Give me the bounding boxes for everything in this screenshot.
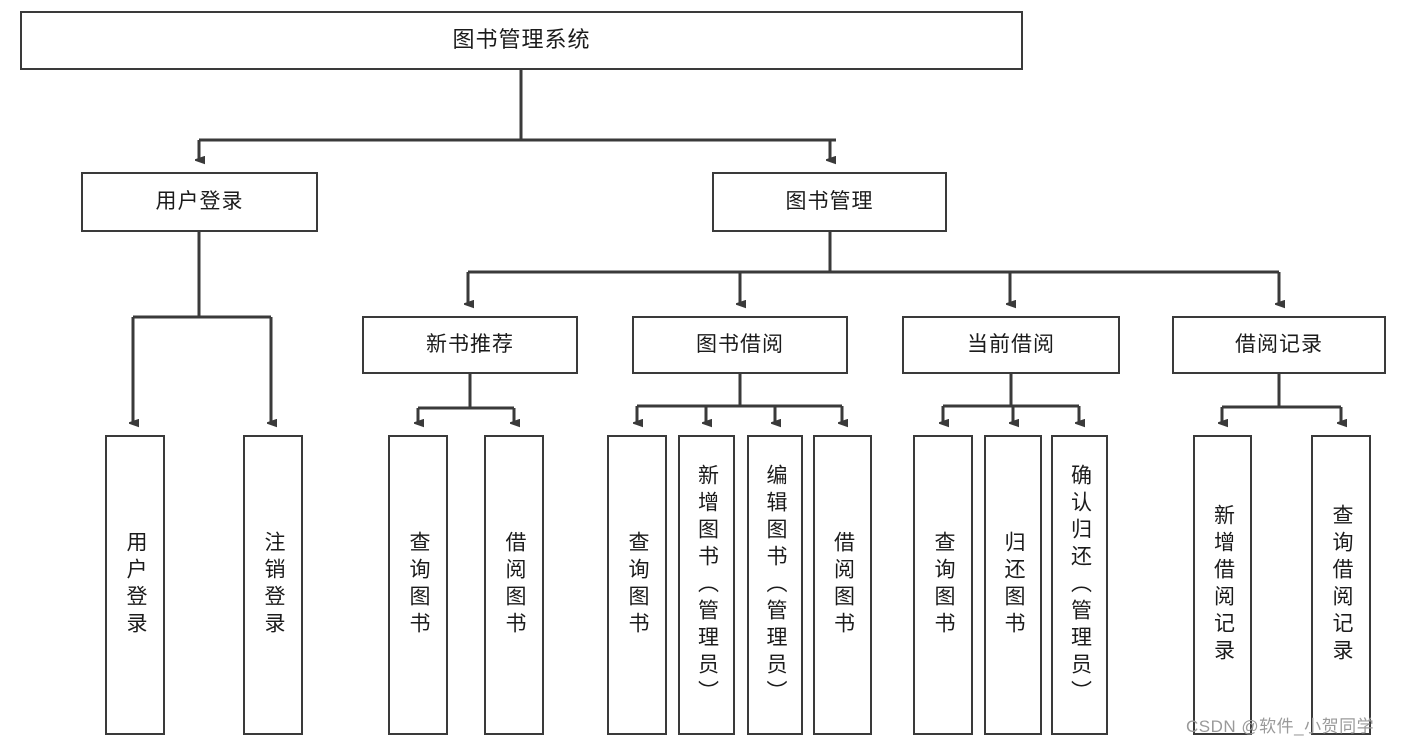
leaf-query-book-label: 查询图书 [626, 531, 650, 639]
leaf-query-borrow-record[interactable]: 查询借阅记录 [1311, 435, 1371, 735]
leaf-borrow-book-recommend[interactable]: 借阅图书 [484, 435, 544, 735]
leaf-add-borrow-record[interactable]: 新增借阅记录 [1193, 435, 1252, 735]
csdn-watermark: CSDN @软件_小贺同学 [1186, 717, 1375, 736]
leaf-add-book-admin[interactable]: 新增图书（管理员） [678, 435, 735, 735]
leaf-query-borrow-record-label: 查询借阅记录 [1330, 504, 1354, 666]
node-new-book-recommend-label: 新书推荐 [426, 333, 514, 357]
leaf-query-book-current[interactable]: 查询图书 [913, 435, 973, 735]
leaf-user-login-label: 用户登录 [124, 531, 148, 639]
node-borrow-records-label: 借阅记录 [1235, 333, 1323, 357]
leaf-add-borrow-record-label: 新增借阅记录 [1211, 504, 1235, 666]
leaf-logout[interactable]: 注销登录 [243, 435, 303, 735]
leaf-edit-book-admin-label: 编辑图书（管理员） [764, 463, 788, 707]
leaf-query-book[interactable]: 查询图书 [607, 435, 667, 735]
leaf-borrow-book[interactable]: 借阅图书 [813, 435, 872, 735]
leaf-return-book-label: 归还图书 [1002, 531, 1026, 639]
node-current-borrow-label: 当前借阅 [967, 333, 1055, 357]
leaf-user-login[interactable]: 用户登录 [105, 435, 165, 735]
node-book-borrow-label: 图书借阅 [696, 333, 784, 357]
node-book-borrow[interactable]: 图书借阅 [632, 316, 848, 374]
leaf-query-book-recommend[interactable]: 查询图书 [388, 435, 448, 735]
node-root[interactable]: 图书管理系统 [20, 11, 1023, 70]
leaf-confirm-return-admin-label: 确认归还（管理员） [1068, 463, 1092, 707]
node-book-management[interactable]: 图书管理 [712, 172, 947, 232]
leaf-borrow-book-label: 借阅图书 [831, 531, 855, 639]
leaf-query-book-current-label: 查询图书 [932, 531, 956, 639]
node-root-label: 图书管理系统 [452, 27, 591, 53]
node-current-borrow[interactable]: 当前借阅 [902, 316, 1120, 374]
node-book-management-label: 图书管理 [785, 190, 874, 214]
leaf-edit-book-admin[interactable]: 编辑图书（管理员） [747, 435, 803, 735]
leaf-confirm-return-admin[interactable]: 确认归还（管理员） [1051, 435, 1108, 735]
leaf-add-book-admin-label: 新增图书（管理员） [695, 463, 719, 707]
leaf-query-book-recommend-label: 查询图书 [407, 531, 431, 639]
node-new-book-recommend[interactable]: 新书推荐 [362, 316, 578, 374]
node-user-login-label: 用户登录 [155, 190, 244, 214]
leaf-borrow-book-recommend-label: 借阅图书 [503, 531, 527, 639]
node-borrow-records[interactable]: 借阅记录 [1172, 316, 1386, 374]
node-user-login[interactable]: 用户登录 [81, 172, 318, 232]
leaf-return-book[interactable]: 归还图书 [984, 435, 1042, 735]
leaf-logout-label: 注销登录 [262, 531, 286, 639]
